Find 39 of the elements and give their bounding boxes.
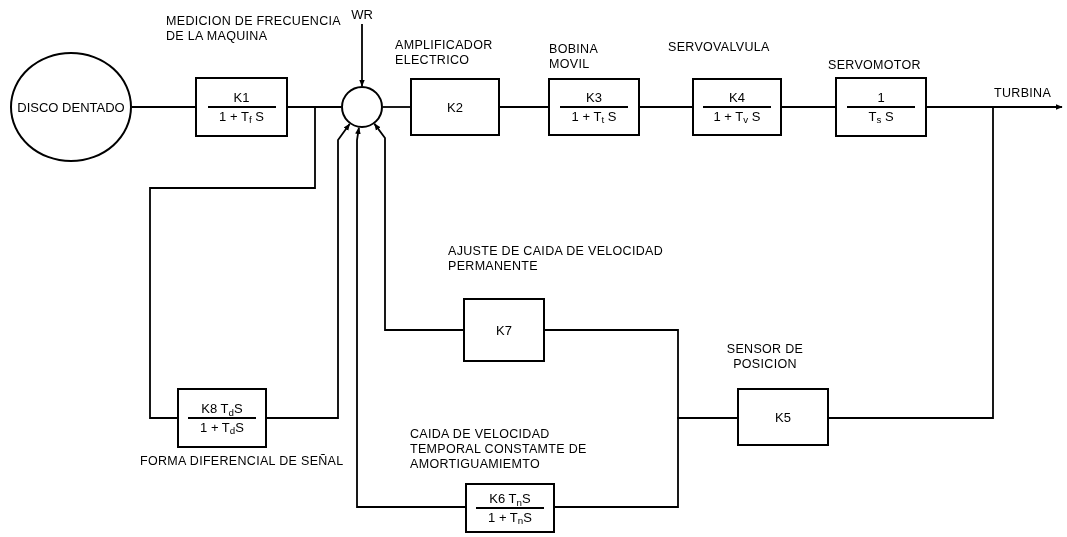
summing-junction: [341, 86, 383, 128]
arrow: [373, 123, 464, 331]
fraction-numerator: K1: [232, 90, 251, 106]
connector-line: [781, 106, 836, 108]
block-label: AJUSTE DE CAIDA DE VELOCIDAD PERMANENTE: [448, 244, 665, 274]
connector-line: [828, 106, 994, 419]
block-label: CAIDA DE VELOCIDAD TEMPORAL CONSTAMTE DE AMORTIGUAMIEMTO: [410, 427, 588, 472]
block-label: SERVOVALVULA: [668, 40, 771, 55]
block-label: BOBINA MOVIL: [549, 42, 599, 72]
connector-line: [639, 106, 693, 108]
signal-name: WR: [350, 5, 374, 23]
block-text: DISCO DENTADO: [16, 98, 126, 116]
fraction-denominator: 1 + T$_{n}$S: [487, 509, 533, 525]
gain-text: K7: [495, 321, 513, 339]
fraction-denominator: T$_{s}$ S: [867, 108, 895, 124]
block-caption: FORMA DIFERENCIAL DE SEÑAL: [140, 454, 345, 469]
connector-line: [554, 417, 738, 508]
fraction-numerator: K4: [728, 90, 746, 106]
fraction-numerator: K8 T$_{d}$S: [200, 401, 244, 417]
fraction-numerator: K3: [585, 90, 603, 106]
arrow: [359, 23, 365, 87]
fraction-denominator: 1 + T$_{f}$ S: [218, 108, 265, 124]
fraction-denominator: 1 + T$_{d}$S: [199, 419, 245, 435]
connector-line: [382, 106, 411, 108]
connector-line: [149, 106, 316, 419]
fraction-denominator: 1 + T$_{v}$ S: [712, 108, 762, 124]
connector-line: [499, 106, 549, 108]
fraction-numerator: K6 T$_{n}$S: [488, 491, 532, 507]
block-label: AMPLIFICADOR ELECTRICO: [395, 38, 494, 68]
arrow: [355, 126, 466, 508]
block-label: SERVOMOTOR: [828, 58, 922, 73]
gain-text: K5: [774, 408, 792, 426]
block-label: MEDICION DE FRECUENCIA DE LA MAQUINA: [166, 14, 341, 44]
fraction-numerator: 1: [876, 90, 886, 106]
arrow: [266, 123, 351, 419]
fraction-denominator: 1 + T$_{t}$ S: [570, 108, 618, 124]
gain-text: K2: [446, 98, 464, 116]
connector-line: [131, 106, 196, 108]
block-label: SENSOR DE POSICION: [725, 342, 805, 372]
